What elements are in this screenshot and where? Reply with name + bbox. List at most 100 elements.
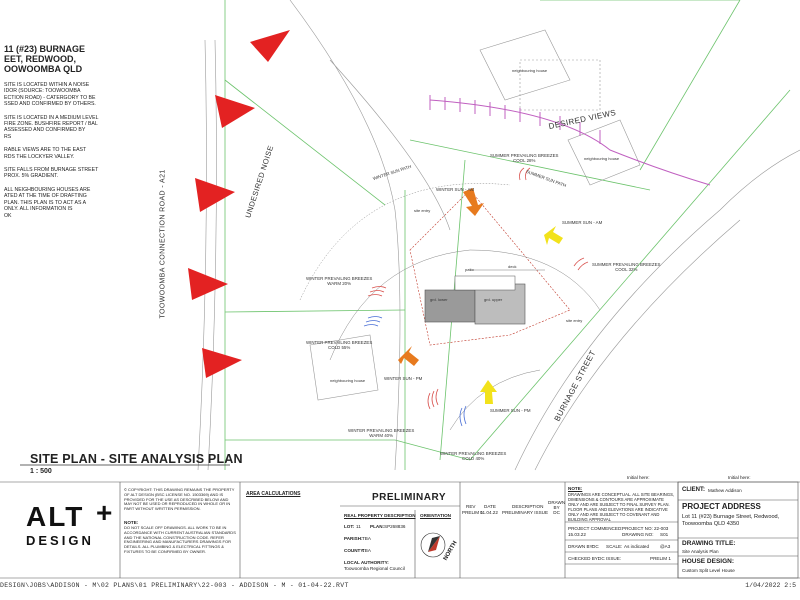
orientation-label: ORIENTATION [420, 513, 451, 518]
summer-sun-am-label: SUMMER SUN - AM [562, 220, 603, 225]
title-block-frame [0, 481, 800, 579]
neighbour-label-1: neighbouring house [512, 68, 548, 73]
summer-breeze-32-label: SUMMER PREVAILING BREEZES COOL 32% [592, 262, 661, 272]
initial-here-2: Initial here: [728, 475, 751, 480]
sheet-size-value: @A3 [660, 544, 671, 549]
project-no-value: 22-003 [654, 526, 669, 531]
summer-sun-pm-label: SUMMER SUN - PM [490, 408, 531, 413]
scale-value: As indicated [624, 544, 650, 549]
print-date: 1/04/2022 2:5 [745, 582, 796, 589]
winter-breeze-warm-40-label: WINTER PREVAILING BREEZES WARM 40% [348, 428, 415, 438]
issue-value: PRELIM 1 [650, 556, 671, 561]
county-value: TBA [362, 548, 371, 553]
sun-arrows [398, 188, 563, 404]
patio-label: patio [465, 267, 474, 272]
parish-value: TBA [362, 536, 371, 541]
logo-word: DESIGN [26, 533, 94, 548]
file-path: DESIGN\JOBS\ADDISON - M\02 PLANS\01 PREL… [0, 582, 349, 589]
winter-breeze-cold-55-label: WINTER PREVAILING BREEZES COLD 55% [306, 340, 373, 350]
drawing-no-label: DRAWING NO: [622, 532, 654, 537]
project-no-label: PROJECT NO: [622, 526, 653, 531]
rev-head-desc: DESCRIPTION [512, 504, 544, 509]
checked-by-label: CHECKED BY: [568, 556, 599, 561]
note-bushfire: SITE IS LOCATED IN A MEDIUM LEVEL FIRE Z… [4, 114, 99, 140]
note-gradient: SITE FALLS FROM BURNAGE STREET PROX. 5% … [4, 167, 99, 180]
noise-triangle [188, 268, 228, 300]
issue-label: ISSUE: [606, 556, 622, 561]
plan-value: SP268836 [384, 524, 406, 529]
real-property-heading: REAL PROPERTY DESCRIPTION [344, 513, 416, 518]
road-kerbs [197, 0, 800, 471]
grd-lower-label: grd. lower [430, 297, 448, 302]
company-logo: ALT + DESIGN [24, 497, 120, 551]
site-entry-label-2: site entry [566, 318, 583, 323]
client-label: CLIENT: [682, 487, 705, 493]
area-calculations-label: AREA CALCULATIONS [246, 491, 301, 497]
drawing-no-value: S01 [660, 532, 669, 537]
site-entry-label-1: site entry [414, 208, 431, 213]
note-neighbours: ALL NEIGHBOURING HOUSES ARE ATED AT THE … [4, 186, 91, 219]
noise-triangle [202, 348, 242, 378]
county-label: COUNTY: [344, 548, 365, 553]
sheet-title: SITE PLAN - SITE ANALYSIS PLAN [30, 452, 243, 466]
plan-label: PLAN: [370, 524, 385, 529]
noise-triangle [250, 30, 290, 62]
winter-sun-am-label: WINTER SUN - AM [436, 187, 475, 192]
parish-label: PARISH: [344, 536, 363, 541]
winter-breeze-warm-20-label: WINTER PREVAILING BREEZES WARM 20% [306, 276, 373, 286]
logo-plus: + [96, 497, 113, 528]
lot-outline [409, 189, 571, 346]
summer-sun-am-arrow [544, 226, 563, 245]
summer-breeze-28-label: SUMMER PREVAILING BREEZES COOL 28% [490, 153, 559, 163]
lot-label: LOT: [344, 524, 355, 529]
rev-row-date: 01.04.22 [480, 510, 498, 515]
deck-label: deck [508, 264, 517, 269]
site-notes: 11 (#23) BURNAGE EET, REDWOOD, OOWOOMBA … [4, 44, 114, 226]
winter-breeze-cold-40-label: WINTER PREVAILING BREEZES COLD 40% [440, 451, 507, 461]
client-value: Mathew Addison [708, 488, 742, 493]
notes-address: 11 (#23) BURNAGE EET, REDWOOD, OOWOOMBA … [4, 44, 86, 74]
checked-by-value: DC [598, 556, 605, 561]
noise-triangles [188, 30, 290, 378]
project-commenced-label: PROJECT COMMENCED: [568, 526, 623, 531]
local-authority-value: Toowoomba Regional Council [344, 566, 405, 571]
house-design-value: Custom Split Level House [682, 568, 735, 573]
summer-sun-pm-arrow [480, 380, 497, 404]
winter-sun-am-arrow [463, 188, 484, 216]
drawn-by-label: DRAWN BY: [568, 544, 594, 549]
general-note-body: DO NOT SCALE OFF DRAWINGS. ALL WORK TO B… [124, 525, 236, 554]
project-address-value: Lot 11 (#23) Burnage Street, Redwood, To… [682, 514, 780, 527]
conceptual-note-head: NOTE: [568, 486, 583, 491]
drawing-title-value: Site Analysis Plan [682, 549, 719, 554]
initial-here-1: Initial here: [627, 475, 650, 480]
note-views: RABLE VIEWS ARE TO THE EAST RDS THE LOCK… [4, 147, 87, 160]
project-commenced-value: 15.03.22 [568, 532, 586, 537]
drawn-by-value: DC [592, 544, 599, 549]
logo-brand: ALT [26, 501, 85, 532]
noise-triangle [195, 178, 235, 212]
neighbouring-houses [309, 29, 641, 401]
drawn-by-column: DRAWN BY DC [548, 500, 566, 515]
grd-upper-label: grd. upper [484, 297, 503, 302]
noise-triangle [215, 95, 255, 128]
north-arrow [420, 532, 446, 558]
neighbour-label-2: neighbouring house [584, 156, 620, 161]
house-design-label: HOUSE DESIGN: [682, 558, 735, 565]
scale-label: SCALE: [606, 544, 623, 549]
rev-head-date: DATE [484, 504, 496, 509]
breeze-marks [363, 167, 589, 427]
house-footprint [424, 269, 545, 325]
conceptual-note-body: DRAWINGS ARE CONCEPTUAL. ALL SITE BEARIN… [568, 492, 675, 522]
rev-row-desc: PRELIMINARY ISSUE [502, 510, 549, 515]
drawing-title-label: DRAWING TITLE: [682, 540, 736, 547]
project-address-label: PROJECT ADDRESS [682, 502, 761, 511]
winter-sun-pm-arrow [398, 346, 419, 366]
note-noise: SITE IS LOCATED WITHIN A NOISE IDOR (SOU… [4, 82, 96, 108]
lot-value: 11 [356, 524, 361, 529]
winter-sun-pm-label: WINTER SUN - PM [384, 376, 423, 381]
desired-views-arc [429, 95, 711, 186]
rev-head-rev: REV [466, 504, 476, 509]
general-note-head: NOTE: [124, 520, 139, 525]
local-authority-label: LOCAL AUTHORITY: [344, 560, 389, 565]
